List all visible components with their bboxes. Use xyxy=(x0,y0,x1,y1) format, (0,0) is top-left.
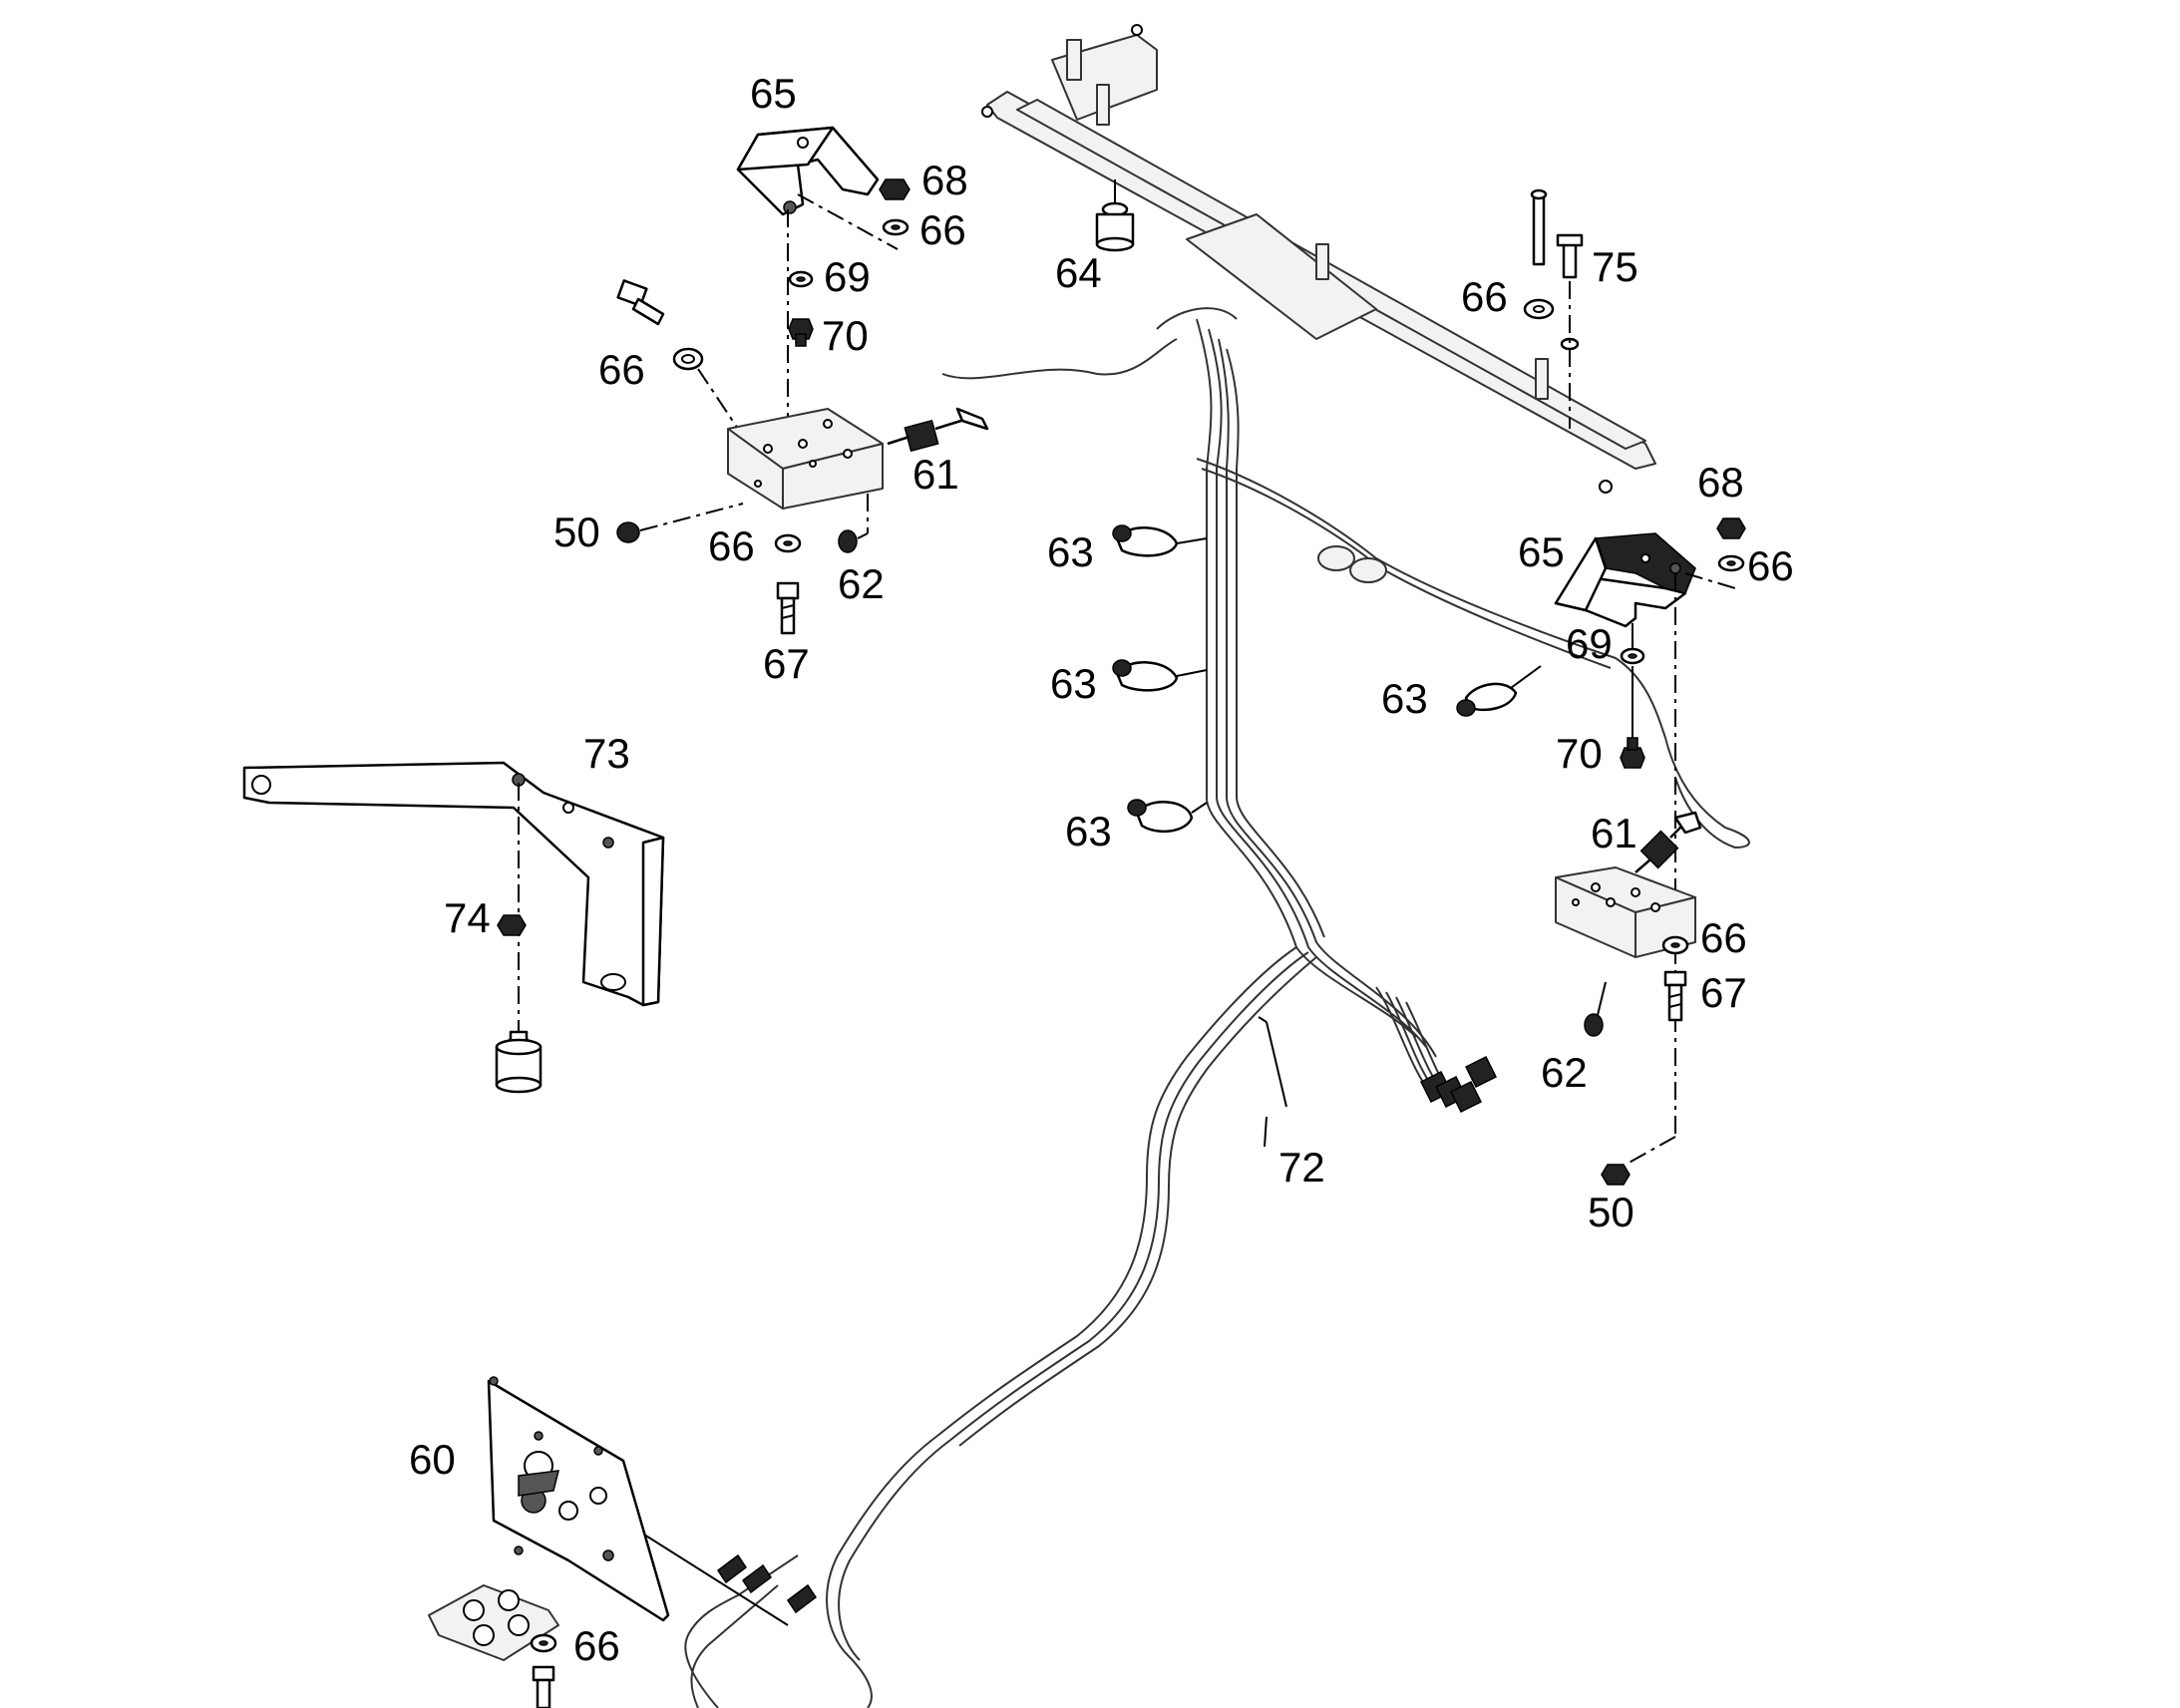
callout-72: 72 xyxy=(1278,1144,1325,1191)
callout-64: 64 xyxy=(1055,249,1102,296)
washer-66-plate xyxy=(530,1633,557,1653)
bolt-70-left xyxy=(788,318,814,347)
nut-50-left xyxy=(616,503,744,543)
callout-68: 68 xyxy=(1697,459,1744,506)
valve-block-right xyxy=(1555,866,1696,958)
callout-73: 73 xyxy=(583,730,630,777)
callout-67: 67 xyxy=(763,640,810,687)
callout-75: 75 xyxy=(1592,243,1638,290)
washer-69-right xyxy=(1620,647,1645,665)
clamp-63-a xyxy=(1112,524,1208,557)
callout-63: 63 xyxy=(1047,528,1094,575)
callout-66: 66 xyxy=(573,1622,620,1669)
bumper-pair xyxy=(1317,545,1387,583)
bolt-70-right xyxy=(1620,737,1645,769)
callout-61: 61 xyxy=(912,451,959,498)
callout-leaders xyxy=(1258,1016,1287,1148)
bracket-65-left xyxy=(736,126,880,216)
rubber-mount-64 xyxy=(1095,179,1135,252)
nut-50-right xyxy=(1601,1136,1676,1186)
callout-66: 66 xyxy=(1461,273,1508,320)
knob-62-left xyxy=(838,494,869,553)
callout-65: 65 xyxy=(750,70,797,117)
bolt-plate xyxy=(532,1665,555,1708)
callout-67: 67 xyxy=(1700,969,1747,1016)
callout-69: 69 xyxy=(1566,620,1613,667)
knob-62-right xyxy=(1584,981,1607,1037)
rubber-mount-74 xyxy=(495,1030,543,1094)
callout-70: 70 xyxy=(1556,730,1603,777)
callout-66: 66 xyxy=(598,346,645,393)
callout-63: 63 xyxy=(1381,675,1428,722)
nut-68-left xyxy=(879,178,910,236)
callout-74: 74 xyxy=(444,894,491,941)
callout-65: 65 xyxy=(1518,528,1565,575)
bent-arm-73 xyxy=(242,761,665,1007)
callout-68: 68 xyxy=(921,157,968,203)
cable-harness-72 xyxy=(597,307,1750,1708)
clamp-63-b xyxy=(1112,659,1208,692)
bolt-67-right xyxy=(1663,970,1687,1022)
gasket-plate xyxy=(428,1584,559,1661)
callout-62: 62 xyxy=(838,560,885,607)
washer-66-right-bottom xyxy=(1661,935,1689,955)
clamp-63-c xyxy=(1127,799,1208,834)
washer-69-left xyxy=(788,270,814,288)
bolt-67-left xyxy=(776,581,800,635)
nut-68-right xyxy=(1716,517,1746,572)
callout-66: 66 xyxy=(708,522,755,569)
callout-50: 50 xyxy=(1588,1189,1635,1235)
callout-63: 63 xyxy=(1050,660,1097,707)
callout-70: 70 xyxy=(822,312,869,359)
plug-66-left xyxy=(616,279,739,430)
cross-beam xyxy=(981,24,1656,494)
clamp-63-d xyxy=(1456,665,1542,717)
callout-62: 62 xyxy=(1541,1049,1588,1096)
mounting-plate-60 xyxy=(487,1376,670,1622)
callout-69: 69 xyxy=(824,253,871,300)
callout-50: 50 xyxy=(553,509,600,555)
nut-74 xyxy=(497,914,527,936)
callout-60: 60 xyxy=(409,1436,456,1483)
washer-66-left-bottom xyxy=(774,533,802,553)
callout-66: 66 xyxy=(1700,914,1747,961)
bracket-65-right xyxy=(1554,532,1736,628)
callout-66: 66 xyxy=(1747,542,1794,589)
valve-block-left xyxy=(727,408,884,510)
callout-63: 63 xyxy=(1065,808,1112,854)
bolt-75 xyxy=(1523,188,1584,429)
fitting-61-right xyxy=(1635,811,1702,873)
callout-labels: 65 68 66 69 70 66 61 50 66 62 67 64 66 7… xyxy=(409,70,1794,1669)
callout-66: 66 xyxy=(919,206,966,253)
callout-61: 61 xyxy=(1591,810,1637,856)
fitting-61-left xyxy=(887,407,989,453)
